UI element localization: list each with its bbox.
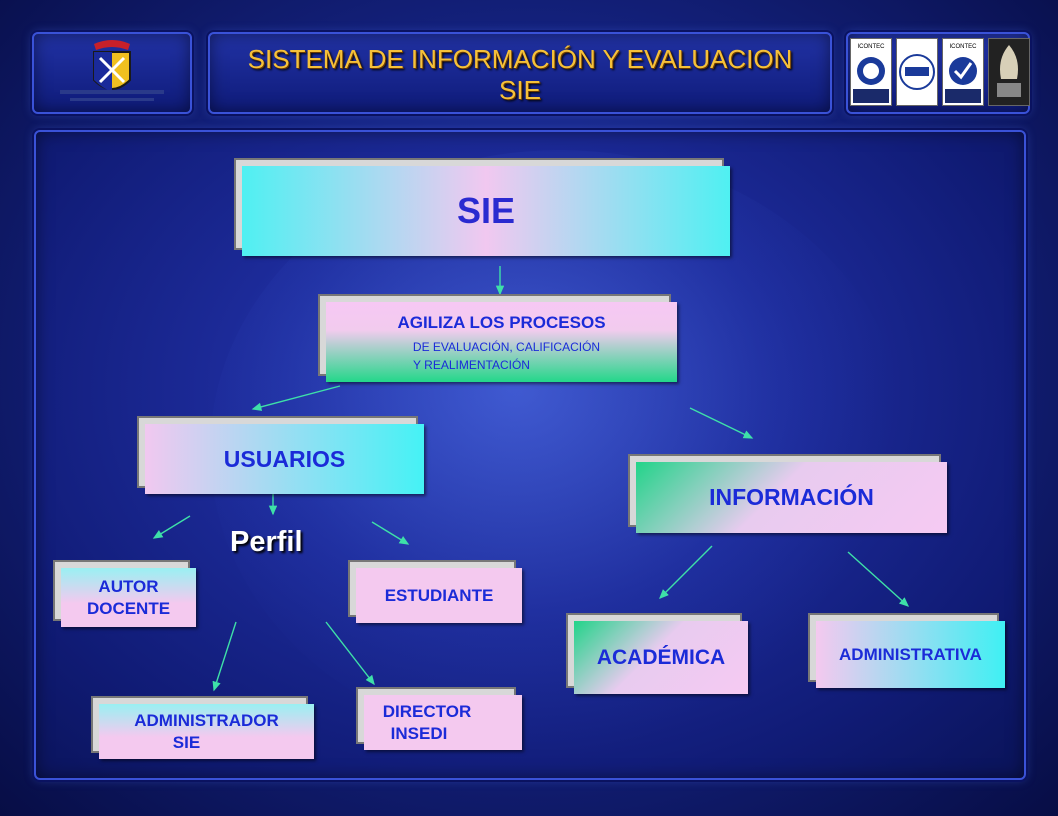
page-title-line2: SIE xyxy=(499,75,541,105)
node-administrativa-label: ADMINISTRATIVA xyxy=(839,644,982,664)
institution-logo xyxy=(60,40,164,101)
node-estudiante: ESTUDIANTE xyxy=(356,568,522,623)
node-purpose: AGILIZA LOS PROCESOS DE EVALUACIÓN, CALI… xyxy=(326,302,677,382)
node-academica: ACADÉMICA xyxy=(574,621,748,694)
node-informacion-label: INFORMACIÓN xyxy=(709,484,874,510)
arrow-purpose-to-informacion xyxy=(689,407,754,439)
node-informacion: INFORMACIÓN xyxy=(636,462,947,533)
node-administrativa: ADMINISTRATIVA xyxy=(816,621,1005,688)
iqnet-seal xyxy=(896,38,938,106)
arrow-to-autor-docente xyxy=(152,515,191,539)
node-sie-label: SIE xyxy=(456,190,516,231)
node-director-insedi: DIRECTOR INSEDI xyxy=(364,695,522,750)
node-estudiante-label: ESTUDIANTE xyxy=(384,585,494,605)
arrow-to-administrador xyxy=(212,621,237,692)
arrow-purpose-to-usuarios xyxy=(251,385,341,411)
icontec-iso-seal: ICONTEC xyxy=(850,38,892,106)
node-administrador-sie: ADMINISTRADOR SIE xyxy=(99,704,314,759)
page-title-line1: SISTEMA DE INFORMACIÓN Y EVALUACION xyxy=(247,44,793,74)
arrow-to-director xyxy=(325,621,375,686)
node-autor-docente: AUTOR DOCENTE xyxy=(61,568,196,627)
node-usuarios: USUARIOS xyxy=(145,424,424,494)
director-line1: DIRECTOR xyxy=(382,701,472,721)
node-sie: SIE xyxy=(242,166,730,256)
autor-docente-line2: DOCENTE xyxy=(86,598,171,618)
director-line2: INSEDI xyxy=(390,723,448,743)
svg-text:ICONTEC: ICONTEC xyxy=(858,44,886,50)
purpose-line1: AGILIZA LOS PROCESOS xyxy=(397,312,606,332)
svg-text:ICONTEC: ICONTEC xyxy=(950,44,978,50)
node-academica-label: ACADÉMICA xyxy=(596,645,726,669)
arrow-to-administrativa xyxy=(847,551,910,607)
node-usuarios-label: USUARIOS xyxy=(223,445,346,472)
logo-panel xyxy=(32,32,192,114)
arrow-to-academica xyxy=(659,545,713,599)
perfil-label: Perfil xyxy=(230,526,303,558)
icontec-ntcgp-seal: ICONTEC xyxy=(942,38,984,106)
arrow-to-estudiante xyxy=(371,521,410,545)
autor-docente-line1: AUTOR xyxy=(98,576,159,596)
purpose-line2: DE EVALUACIÓN, CALIFICACIÓN xyxy=(412,339,601,354)
administrador-line2: SIE xyxy=(172,732,201,752)
title-panel xyxy=(208,32,832,114)
administrador-line1: ADMINISTRADOR xyxy=(134,710,279,730)
award-trophy-icon xyxy=(988,38,1030,106)
purpose-line3: Y REALIMENTACIÓN xyxy=(413,357,530,372)
